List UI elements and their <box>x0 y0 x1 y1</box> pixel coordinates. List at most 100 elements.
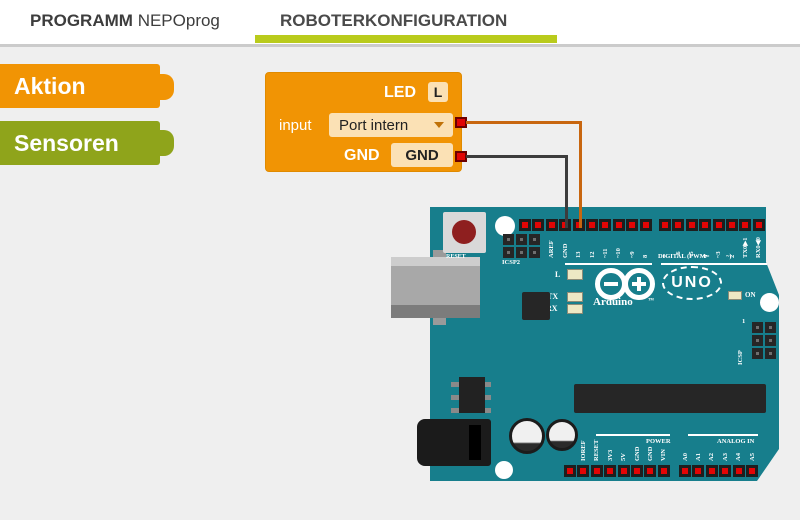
icsp2-label: ICSP2 <box>502 259 521 266</box>
pin-label: 5V <box>620 453 628 461</box>
block-name-field[interactable]: L <box>428 82 448 102</box>
pin-label: VIN <box>660 449 668 461</box>
digital-caption: DIGITAL (PWM= <box>658 253 710 260</box>
usb-clip <box>433 317 446 325</box>
pin-IOREF <box>577 465 590 477</box>
signal-wire[interactable] <box>579 121 582 228</box>
led-rx-indicator <box>567 304 583 314</box>
block-gnd-field[interactable]: GND <box>391 143 453 167</box>
palette-category-sensoren[interactable]: Sensoren <box>0 121 174 165</box>
pin-label: GND <box>633 446 641 461</box>
header-pin <box>752 322 763 333</box>
header-pin <box>516 234 527 245</box>
pin-A0 <box>679 465 691 477</box>
pin-label: ~9 <box>628 251 636 258</box>
reset-label: RESET <box>446 254 466 260</box>
tab-program[interactable]: PROGRAMM NEPOprog <box>30 11 220 31</box>
ground-wire[interactable] <box>466 155 568 158</box>
pin-AREF <box>545 219 558 231</box>
pin-label: 3V3 <box>606 449 614 461</box>
arduino-logo-plus-icon <box>623 268 655 300</box>
pin-label: TX0▶1 <box>741 237 749 258</box>
pin-label: ~3 <box>715 251 723 258</box>
led-tx-label: TX <box>547 292 559 301</box>
palette-notch <box>159 130 174 156</box>
small-ic-chip <box>522 292 550 320</box>
header-pin <box>516 247 527 258</box>
pin-A1 <box>692 465 705 477</box>
header-pin <box>503 247 514 258</box>
block-port-label: input <box>279 117 312 134</box>
regulator-leg <box>451 395 459 400</box>
mounting-hole <box>760 293 779 312</box>
arduino-brand-label: Arduino <box>593 296 633 308</box>
on-label: ON <box>745 291 756 299</box>
pin-TX0▶1 <box>739 219 752 231</box>
led-l-indicator <box>567 269 583 280</box>
regulator-leg <box>451 408 459 413</box>
digital-caption-end: ~) <box>726 253 732 260</box>
pin-label: ~10 <box>615 248 623 258</box>
block-gnd-label: GND <box>344 147 380 164</box>
pin <box>519 219 531 231</box>
pin-~3 <box>712 219 725 231</box>
regulator-leg <box>485 408 491 413</box>
icsp-label: ICSP <box>737 350 744 365</box>
power-caption: POWER <box>646 438 671 445</box>
header-pin <box>529 234 540 245</box>
pin-5V <box>617 465 630 477</box>
tab-robot-configuration[interactable]: ROBOTERKONFIGURATION <box>280 11 508 30</box>
ground-wire[interactable] <box>565 155 568 228</box>
pin-3V3 <box>604 465 617 477</box>
pin-GND <box>631 465 643 477</box>
pin <box>532 219 545 231</box>
pin-label: RX0◀0 <box>755 237 763 258</box>
pin-~9 <box>626 219 639 231</box>
pin-2 <box>726 219 738 231</box>
header-pin <box>765 348 776 359</box>
pin-8 <box>639 219 652 231</box>
palette-category-label: Sensoren <box>14 130 119 156</box>
pin-label: A5 <box>748 453 756 461</box>
regulator-leg <box>451 382 459 387</box>
regulator-leg <box>485 382 491 387</box>
led-rx-label: RX <box>546 304 558 313</box>
port-dropdown-value: Port intern <box>339 116 409 134</box>
uno-model-badge: UNO <box>662 266 722 300</box>
signal-wire[interactable] <box>466 121 582 124</box>
pin-GND <box>644 465 657 477</box>
pin-label: A0 <box>681 453 689 461</box>
mounting-hole <box>495 216 515 236</box>
mounting-hole <box>495 461 513 479</box>
palette-notch <box>159 74 174 100</box>
power-divider-line <box>596 434 670 436</box>
pin-7 <box>659 219 671 231</box>
palette-category-aktion[interactable]: Aktion <box>0 64 174 108</box>
led-tx-indicator <box>567 292 583 302</box>
pin-label: GND <box>646 446 654 461</box>
pin <box>564 465 576 477</box>
pin-label: ~11 <box>601 248 609 258</box>
header-pin <box>529 247 540 258</box>
pin-label: A1 <box>694 453 702 461</box>
digital-divider-line <box>565 263 652 265</box>
trademark-symbol: ™ <box>648 298 654 304</box>
pin-A4 <box>732 465 745 477</box>
usb-port <box>391 257 480 318</box>
pin-A3 <box>719 465 732 477</box>
pin-RESET <box>590 465 603 477</box>
tab-program-bold: PROGRAMM <box>30 11 133 30</box>
port-dropdown[interactable]: Port intern <box>329 113 453 137</box>
header-pin <box>765 335 776 346</box>
on-led-indicator <box>728 291 742 300</box>
led-config-block[interactable]: LED L input Port intern GND GND <box>265 72 462 172</box>
header-pin <box>752 335 763 346</box>
pin-label: RESET <box>593 439 601 461</box>
palette-category-label: Aktion <box>14 73 86 99</box>
pin-VIN <box>657 465 670 477</box>
analog-divider-line <box>688 434 758 436</box>
pin-label: 13 <box>575 251 583 259</box>
analog-caption: ANALOG IN <box>717 438 755 445</box>
